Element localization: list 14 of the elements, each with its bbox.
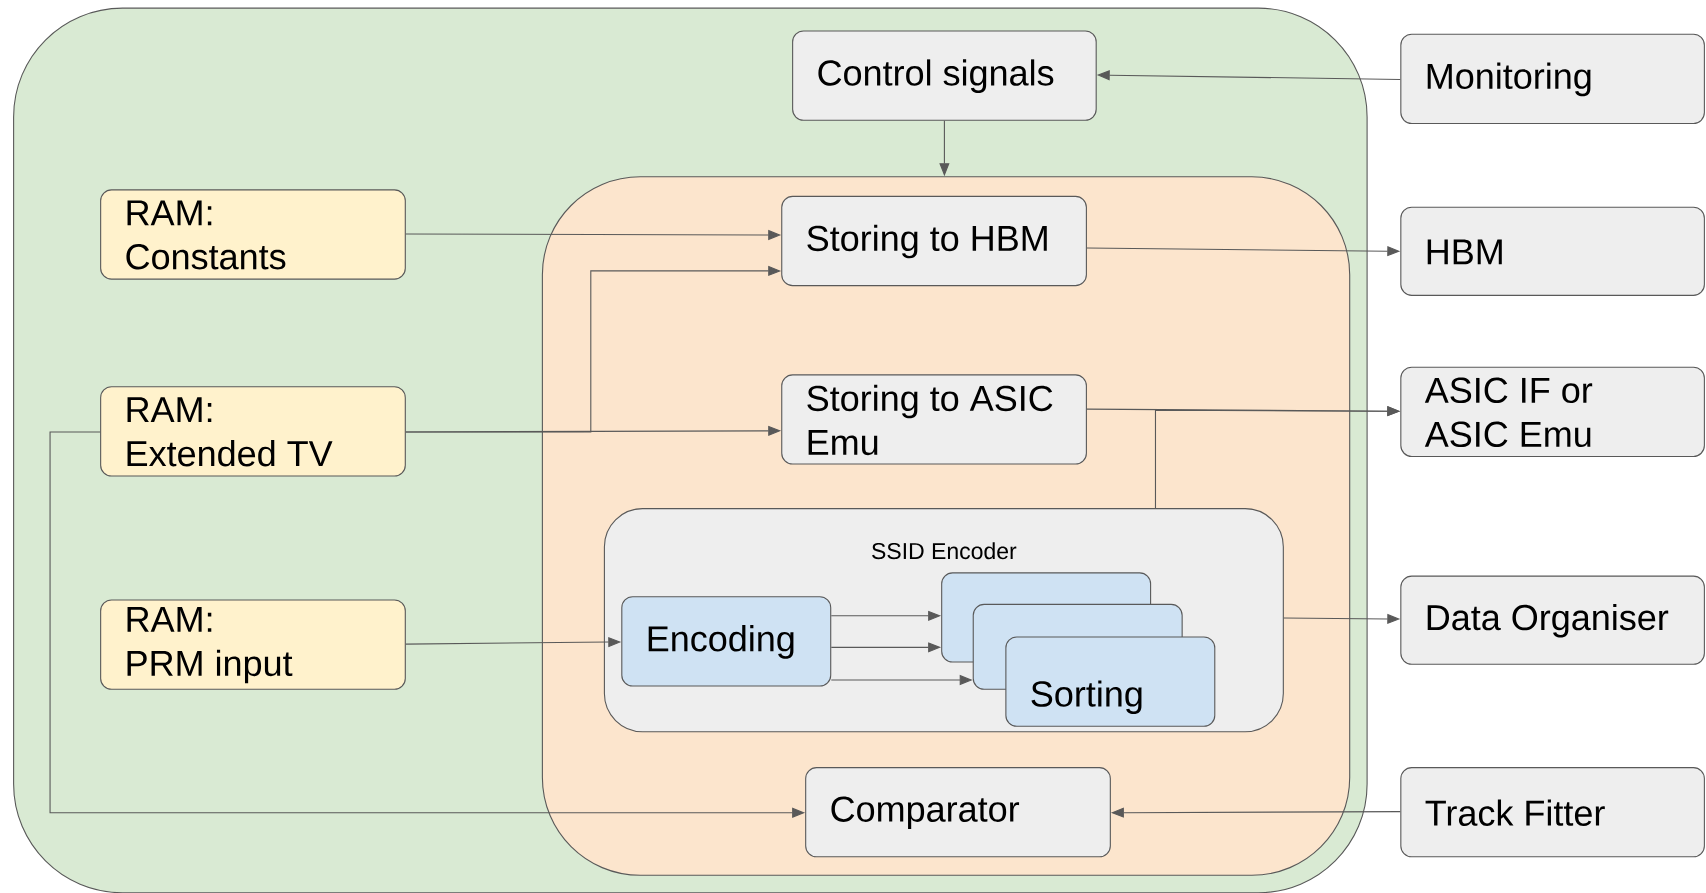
process-box: Storing to ASIC Emu — [781, 374, 1087, 465]
process-box: Storing to HBM — [781, 195, 1087, 287]
sorting-box: Sorting — [1005, 636, 1216, 727]
memory-box: RAM: Extended TV — [100, 386, 406, 477]
process-box: Control signals — [792, 30, 1097, 121]
interface-box: Track Fitter — [1400, 766, 1705, 858]
interface-box: Data Organiser — [1400, 575, 1705, 665]
process-box: Comparator — [805, 766, 1111, 858]
memory-box: RAM: Constants — [100, 189, 406, 280]
interface-box: ASIC IF or ASIC Emu — [1400, 366, 1705, 457]
interface-box: HBM — [1400, 206, 1705, 296]
interface-box: Monitoring — [1400, 33, 1705, 124]
memory-box: RAM: PRM input — [100, 599, 406, 690]
process-box: Encoding — [621, 596, 832, 687]
